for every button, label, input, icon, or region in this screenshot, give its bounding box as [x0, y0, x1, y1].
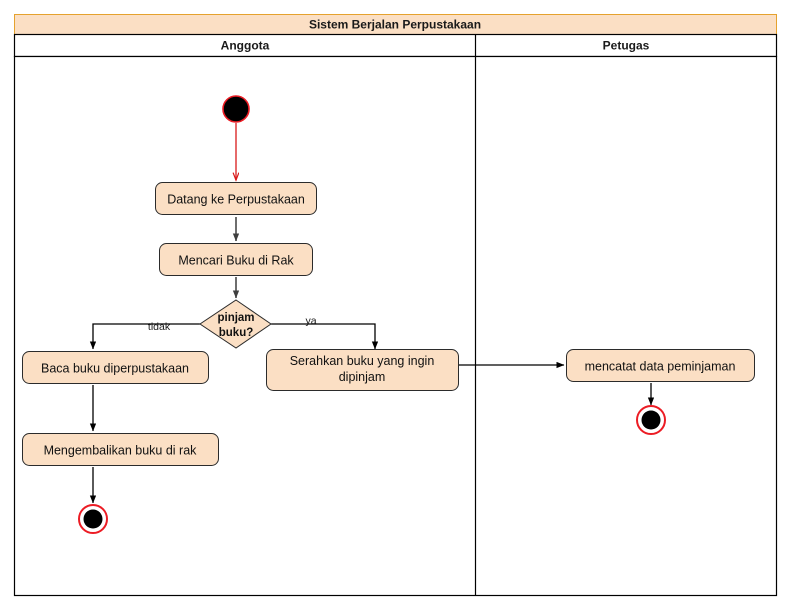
node-action-datang[interactable]: Datang ke Perpustakaan	[155, 182, 317, 215]
decision-pinjam-diamond[interactable]	[199, 299, 272, 349]
decision-pinjam-label-line2: buku?	[219, 327, 254, 339]
node-action-mencatat[interactable]: mencatat data peminjaman	[566, 349, 755, 382]
lane-header-petugas: Petugas	[603, 39, 650, 53]
guard-label-ya: ya	[305, 315, 316, 327]
action-baca-rect[interactable]	[22, 351, 209, 384]
edge-pinjam-to-baca	[89, 323, 200, 350]
initial-node-circle[interactable]	[222, 95, 250, 123]
action-mencari-rect[interactable]	[159, 243, 313, 276]
node-action-serahkan[interactable]: Serahkan buku yang ingin dipinjam	[266, 349, 459, 391]
swimlane-header-row: Anggota Petugas	[13, 33, 778, 58]
action-serahkan-label-line2: dipinjam	[339, 370, 386, 384]
node-action-baca[interactable]: Baca buku diperpustakaan	[22, 351, 209, 384]
node-initial-start[interactable]	[222, 95, 250, 123]
diagram-title-bar: Sistem Berjalan Perpustakaan	[14, 14, 777, 35]
action-mencatat-rect[interactable]	[566, 349, 755, 382]
guard-label-tidak: tidak	[148, 321, 171, 333]
lane-header-band	[13, 33, 778, 58]
final-anggota-inner-disc[interactable]	[83, 509, 103, 529]
decision-pinjam-label-line1: pinjam	[217, 312, 254, 324]
action-mengembalikan-rect[interactable]	[22, 433, 219, 466]
action-serahkan-label-line1: Serahkan buku yang ingin	[290, 354, 435, 368]
node-action-mengembalikan[interactable]: Mengembalikan buku di rak	[22, 433, 219, 466]
lane-body-outer	[13, 55, 778, 597]
action-mencatat-label: mencatat data peminjaman	[585, 360, 736, 374]
action-datang-label: Datang ke Perpustakaan	[167, 193, 305, 207]
action-mencari-label: Mencari Buku di Rak	[178, 254, 294, 268]
flow-edges	[89, 123, 655, 504]
action-datang-rect[interactable]	[155, 182, 317, 215]
node-action-mencari[interactable]: Mencari Buku di Rak	[159, 243, 313, 276]
node-final-petugas[interactable]	[636, 405, 666, 435]
guard-labels: tidak ya	[148, 315, 317, 333]
action-mengembalikan-label: Mengembalikan buku di rak	[44, 444, 198, 458]
lane-header-anggota: Anggota	[221, 39, 270, 53]
swimlane-bodies	[13, 55, 778, 597]
final-petugas-inner-disc[interactable]	[641, 410, 661, 430]
node-decision-pinjam[interactable]: pinjam buku?	[199, 299, 272, 349]
edge-pinjam-to-serahkan	[271, 323, 379, 350]
action-serahkan-rect[interactable]	[266, 349, 459, 391]
node-final-anggota[interactable]	[78, 504, 108, 534]
action-baca-label: Baca buku diperpustakaan	[41, 362, 189, 376]
diagram-title: Sistem Berjalan Perpustakaan	[309, 18, 481, 32]
